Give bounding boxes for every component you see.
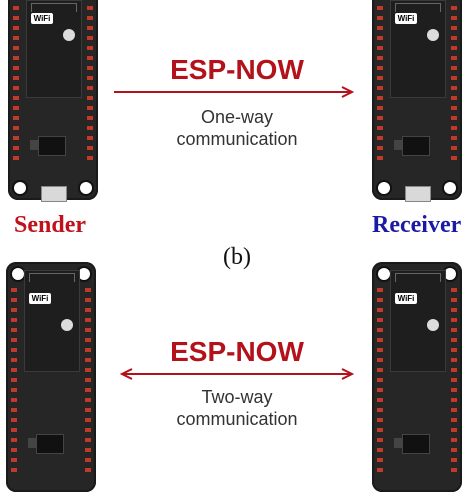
voltage-regulator bbox=[30, 140, 40, 150]
wifi-badge: WiFi bbox=[31, 13, 53, 24]
antenna-trace bbox=[31, 3, 77, 12]
voltage-regulator bbox=[28, 438, 38, 448]
two-way-arrow bbox=[119, 368, 355, 380]
board-right: WiFi bbox=[372, 262, 462, 492]
description-line-2: communication bbox=[176, 409, 298, 429]
usb-uart-chip bbox=[402, 434, 430, 454]
one-way-description: One-way communication bbox=[116, 106, 358, 150]
sender-label: Sender bbox=[14, 212, 86, 238]
usb-uart-chip bbox=[402, 136, 430, 156]
wifi-badge: WiFi bbox=[395, 293, 417, 304]
pin-header-left bbox=[377, 288, 383, 478]
pin-header-left bbox=[377, 0, 383, 166]
esp32-module: WiFi bbox=[390, 270, 446, 372]
module-logo-icon bbox=[63, 29, 75, 41]
usb-port bbox=[41, 186, 67, 202]
one-way-arrow bbox=[114, 86, 355, 98]
module-logo-icon bbox=[427, 319, 439, 331]
two-way-description: Two-way communication bbox=[116, 386, 358, 430]
antenna-trace bbox=[29, 273, 75, 282]
sender-board: WiFi bbox=[8, 0, 98, 202]
esp32-module: WiFi bbox=[26, 0, 82, 98]
usb-port bbox=[405, 186, 431, 202]
description-line-1: Two-way bbox=[201, 387, 273, 407]
module-logo-icon bbox=[427, 29, 439, 41]
description-line-1: One-way bbox=[200, 107, 274, 127]
mount-hole bbox=[14, 182, 26, 194]
usb-uart-chip bbox=[38, 136, 66, 156]
usb-uart-chip bbox=[36, 434, 64, 454]
mount-hole bbox=[444, 268, 456, 280]
mount-hole bbox=[78, 268, 90, 280]
mount-hole bbox=[80, 182, 92, 194]
esp32-module: WiFi bbox=[24, 270, 80, 372]
board-left: WiFi bbox=[6, 262, 96, 492]
receiver-label: Receiver bbox=[372, 212, 462, 238]
module-logo-icon bbox=[61, 319, 73, 331]
pin-header-left bbox=[13, 0, 19, 166]
panel-label: (b) bbox=[223, 244, 251, 270]
voltage-regulator bbox=[394, 438, 404, 448]
pin-header-right bbox=[451, 288, 457, 478]
mount-hole bbox=[444, 182, 456, 194]
pin-header-left bbox=[11, 288, 17, 478]
esp-now-label-bottom: ESP-NOW bbox=[170, 336, 304, 367]
pin-header-right bbox=[85, 288, 91, 478]
voltage-regulator bbox=[394, 140, 404, 150]
wifi-badge: WiFi bbox=[395, 13, 417, 24]
mount-hole bbox=[12, 268, 24, 280]
antenna-trace bbox=[395, 273, 441, 282]
pin-header-right bbox=[451, 0, 457, 166]
mount-hole bbox=[378, 182, 390, 194]
esp-now-label-top: ESP-NOW bbox=[170, 54, 304, 85]
wifi-badge: WiFi bbox=[29, 293, 51, 304]
antenna-trace bbox=[395, 3, 441, 12]
pin-header-right bbox=[87, 0, 93, 166]
description-line-2: communication bbox=[176, 129, 298, 149]
receiver-board: WiFi bbox=[372, 0, 462, 202]
mount-hole bbox=[378, 268, 390, 280]
esp32-module: WiFi bbox=[390, 0, 446, 98]
